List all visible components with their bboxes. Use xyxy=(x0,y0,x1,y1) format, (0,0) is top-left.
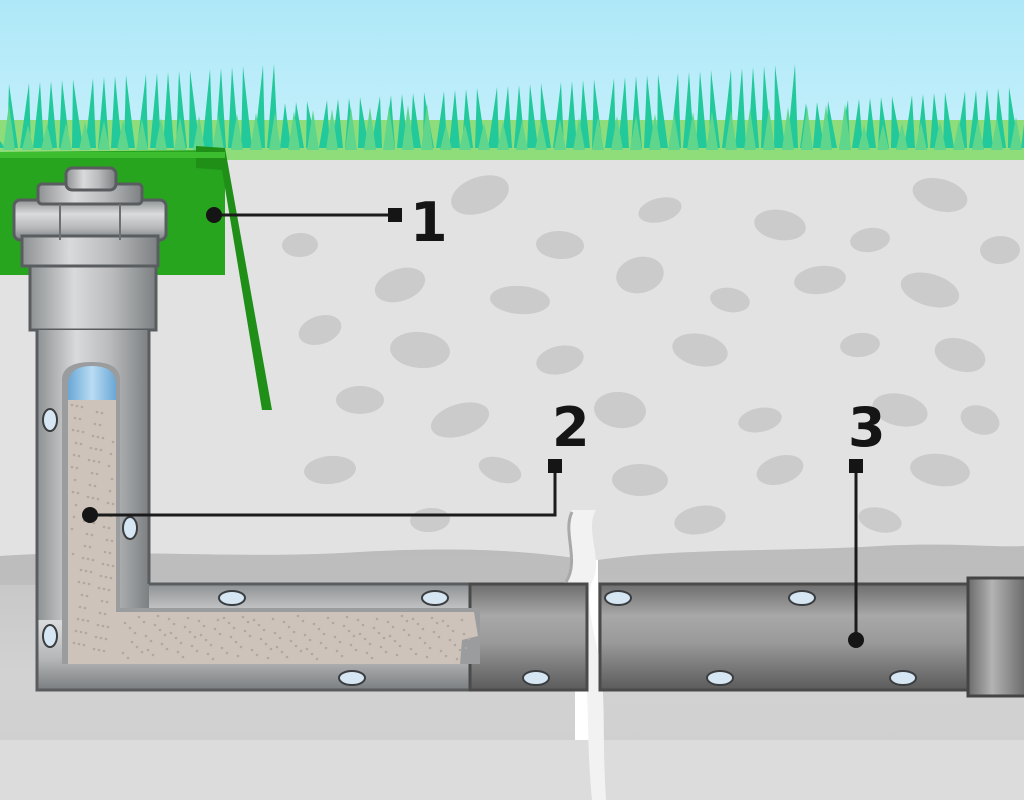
drain-pipe xyxy=(598,582,977,692)
stone xyxy=(478,456,522,484)
perforation-hole xyxy=(522,670,550,686)
riser-collar xyxy=(28,260,158,332)
stone xyxy=(638,197,682,223)
stone xyxy=(858,507,902,533)
green-cover-highlight xyxy=(0,152,225,158)
stone xyxy=(490,285,550,315)
stone xyxy=(282,232,318,258)
stone xyxy=(336,386,384,414)
stone xyxy=(912,177,968,213)
perforation-hole xyxy=(706,670,734,686)
stone xyxy=(756,455,804,485)
sand-texture xyxy=(70,403,471,661)
stone xyxy=(980,235,1020,265)
stone xyxy=(616,256,664,294)
stone xyxy=(910,453,970,487)
stone xyxy=(850,227,890,253)
stone xyxy=(840,332,880,358)
stone xyxy=(738,407,782,433)
stone xyxy=(900,272,960,308)
perforation-hole xyxy=(42,408,58,432)
stone xyxy=(374,267,426,303)
perforation-hole xyxy=(218,590,246,606)
sand-fill xyxy=(68,400,478,664)
stone xyxy=(594,391,646,429)
gravel-shadow-right xyxy=(598,544,1024,585)
break-shadow xyxy=(564,511,574,583)
perforation-hole xyxy=(42,624,58,648)
perforation-hole xyxy=(788,590,816,606)
stone xyxy=(872,393,928,427)
stone xyxy=(451,175,509,215)
callout-2: 2 xyxy=(552,396,590,459)
callout-1: 1 xyxy=(410,191,448,254)
stone xyxy=(960,405,1000,435)
stone xyxy=(934,337,986,373)
stone xyxy=(672,333,728,367)
stone xyxy=(536,230,584,260)
leader-lines xyxy=(90,213,858,640)
stone xyxy=(390,331,450,369)
perforation-hole xyxy=(604,590,632,606)
riser-cap xyxy=(12,166,168,268)
stone xyxy=(754,209,806,241)
perforation-hole xyxy=(889,670,917,686)
stone xyxy=(794,265,846,295)
stone xyxy=(298,315,342,345)
perforations xyxy=(42,408,917,686)
stone xyxy=(430,402,490,438)
soil-stones xyxy=(282,175,1020,535)
perforation-hole xyxy=(122,516,138,540)
perforation-hole xyxy=(421,590,449,606)
leader-markers xyxy=(82,207,864,648)
callout-3: 3 xyxy=(848,396,886,459)
stone xyxy=(612,463,668,497)
stone xyxy=(304,455,356,485)
stone xyxy=(710,287,750,313)
gravel-lower xyxy=(0,740,1024,800)
perforation-hole xyxy=(338,670,366,686)
green-cover-edge xyxy=(196,146,272,410)
stone xyxy=(536,345,584,375)
stone xyxy=(674,505,726,535)
pipe-coupling xyxy=(966,576,1024,698)
water-cap xyxy=(68,366,116,400)
